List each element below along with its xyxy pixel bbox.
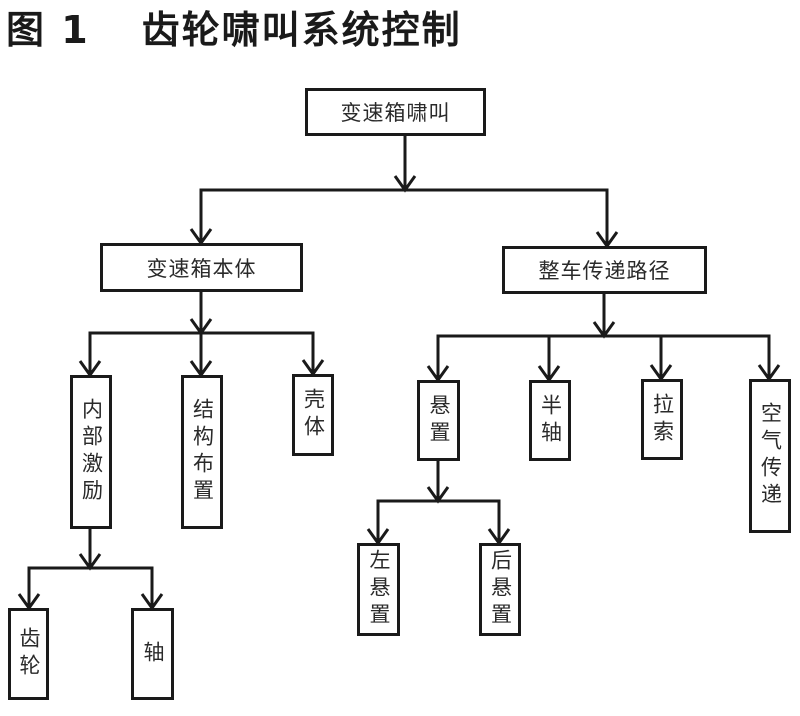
node-label: 内部激励 <box>79 398 104 506</box>
figure-label: 图 1 <box>6 7 90 52</box>
node-left-mount: 左悬置 <box>357 543 400 636</box>
node-label: 变速箱本体 <box>146 256 257 281</box>
node-label: 壳体 <box>301 388 326 442</box>
figure-title: 图 1 齿轮啸叫系统控制 <box>6 2 462 52</box>
node-airborne-transfer: 空气传递 <box>749 379 791 533</box>
node-gearbox-whine: 变速箱啸叫 <box>305 88 486 136</box>
node-label: 拉索 <box>650 392 675 447</box>
figure-title-text: 齿轮啸叫系统控制 <box>141 7 462 52</box>
node-label: 左悬置 <box>367 549 391 630</box>
arrowhead <box>189 318 213 336</box>
node-label: 空气传递 <box>758 402 783 510</box>
node-rear-mount: 后悬置 <box>479 543 521 636</box>
node-mount: 悬置 <box>417 380 460 461</box>
arrowhead <box>78 553 102 571</box>
node-label: 轴 <box>141 640 165 668</box>
node-internal-excitation: 内部激励 <box>70 375 112 529</box>
node-label: 半轴 <box>538 393 563 448</box>
node-gear: 齿轮 <box>8 608 49 700</box>
node-shaft: 轴 <box>131 608 174 700</box>
node-cable: 拉索 <box>641 379 683 460</box>
node-vehicle-transfer-path: 整车传递路径 <box>502 246 707 294</box>
arrowhead <box>426 486 450 504</box>
node-half-shaft: 半轴 <box>529 380 571 461</box>
node-structure-layout: 结构布置 <box>181 375 223 529</box>
node-label: 整车传递路径 <box>538 259 671 283</box>
node-label: 结构布置 <box>190 398 215 506</box>
node-label: 悬置 <box>427 393 451 448</box>
node-label: 变速箱啸叫 <box>340 101 451 125</box>
node-housing: 壳体 <box>292 374 334 456</box>
node-gearbox-body: 变速箱本体 <box>100 243 303 292</box>
arrowhead <box>393 175 417 193</box>
node-label: 后悬置 <box>488 549 513 630</box>
node-label: 齿轮 <box>17 627 41 681</box>
arrowhead <box>592 321 616 339</box>
